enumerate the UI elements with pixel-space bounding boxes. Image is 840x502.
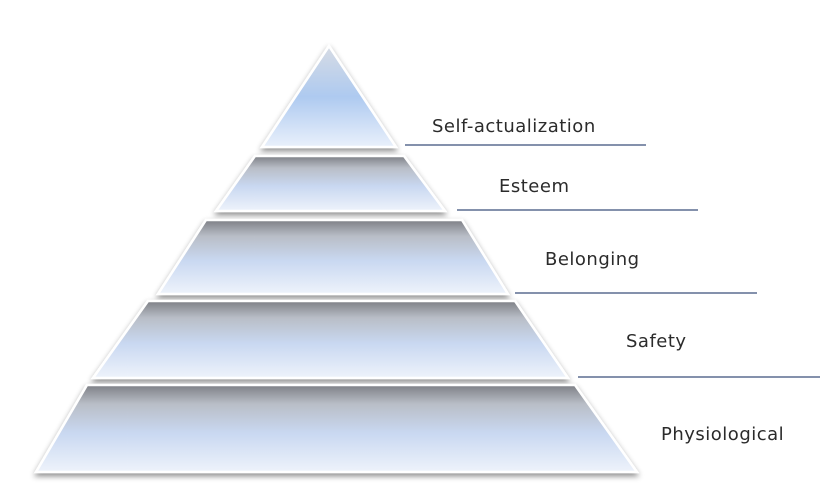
tier-label-self-actualization: Self-actualization [432,116,596,137]
tier-2-shape [90,299,571,380]
tier-1-shape [33,383,640,474]
tier-3-shape [155,218,511,296]
tier-label-safety: Safety [626,331,687,352]
tier-4-shape [213,154,448,213]
tier-label-esteem: Esteem [499,176,570,197]
tier-label-physiological: Physiological [661,424,784,445]
tier-label-belonging: Belonging [545,249,640,270]
tier-5-shape [259,43,399,149]
